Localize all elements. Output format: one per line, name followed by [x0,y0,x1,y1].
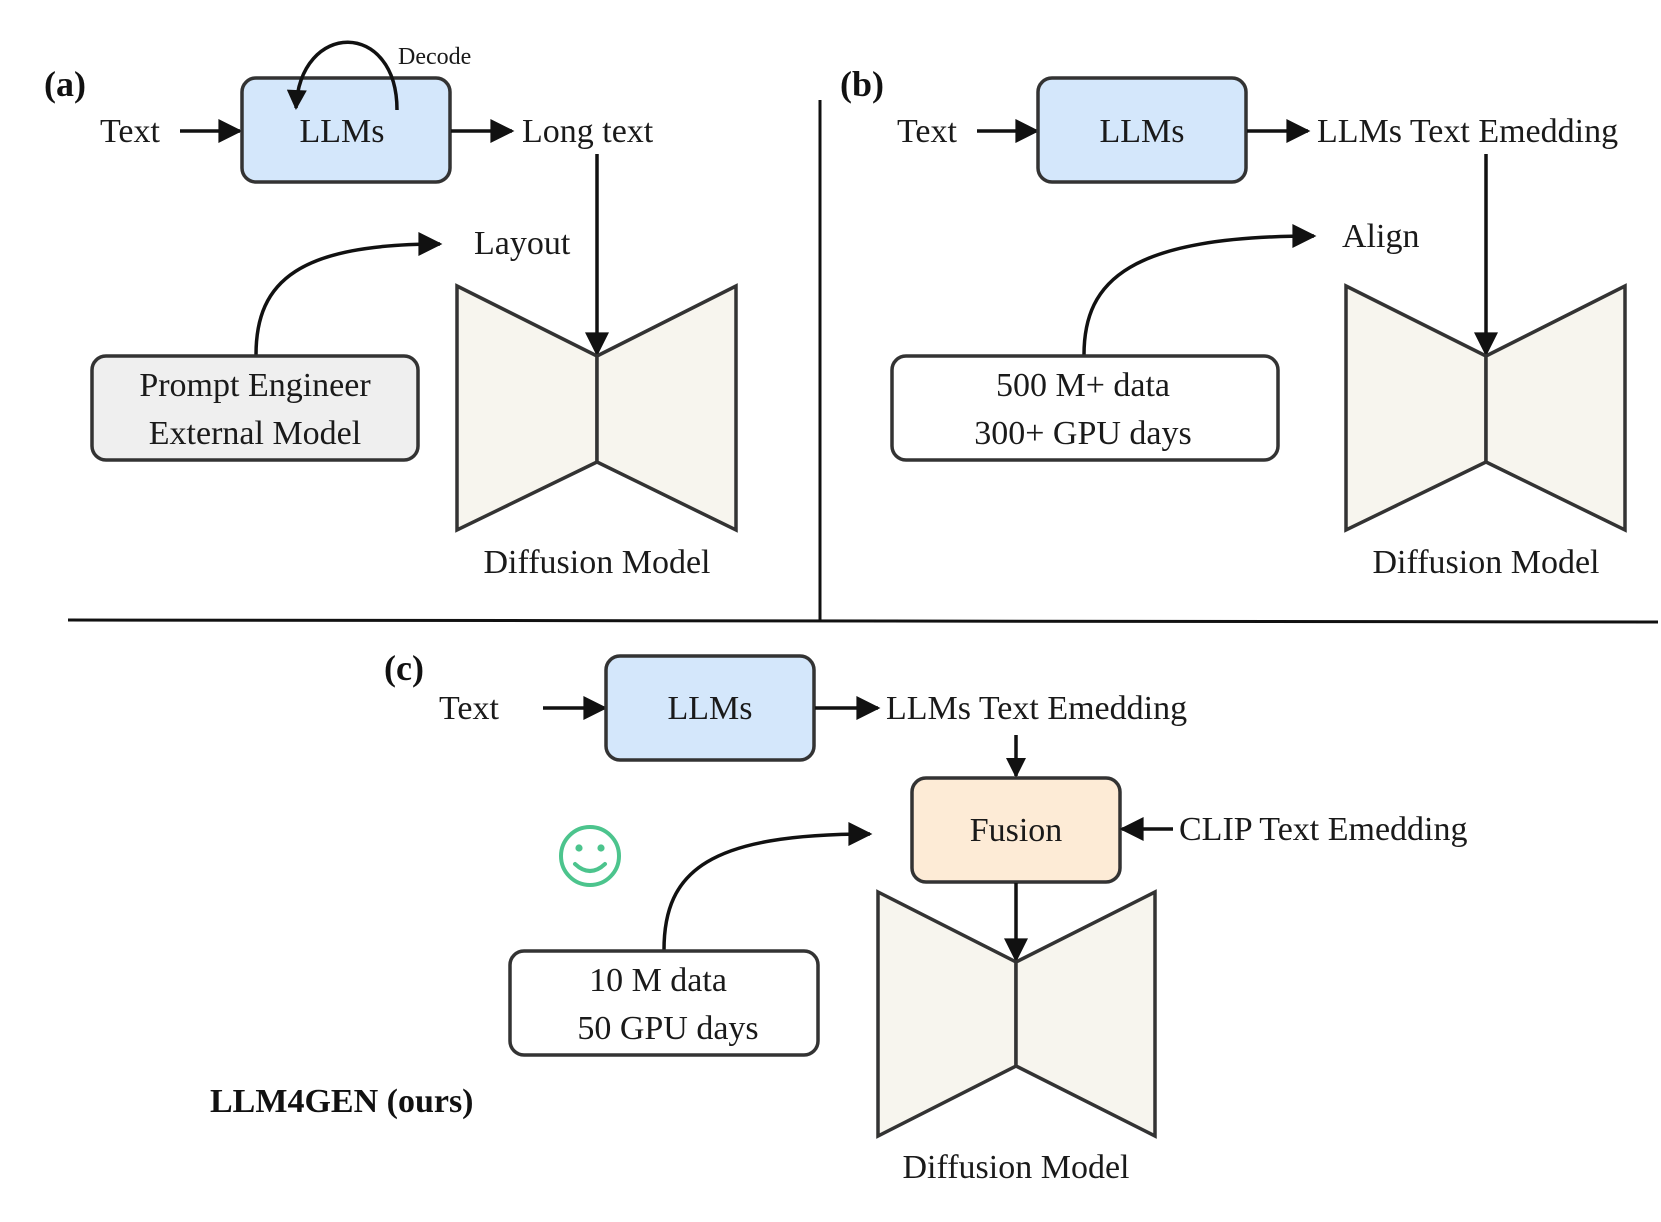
method-title: LLM4GEN (ours) [210,1083,474,1120]
panel-b-embedding-label: LLMs Text Emedding [1317,113,1618,150]
smiley-face-icon [559,825,621,887]
panel-b-cost-line2: 300+ GPU days [974,415,1192,452]
panel-b-llm-box [1036,76,1248,184]
panel-c-curve-arrow [662,822,873,951]
panel-b-llm-label: LLMs [1100,113,1185,150]
panel-b-tag: (b) [840,64,884,104]
panel-b-align-label: Align [1342,218,1419,255]
panel-c-cost-line1: 10 M data [589,962,727,999]
panel-c-text-input: Text [439,690,499,727]
panel-b-text-input: Text [897,113,957,150]
panel-a-decode-label: Decode [398,44,471,70]
panel-a: (a) Text LLMs Decode Long text Layout Pr… [44,40,738,581]
horizontal-divider [67,618,1659,624]
panel-b-model-label: Diffusion Model [1373,544,1600,581]
panel-a-model-label: Diffusion Model [484,544,711,581]
panel-c-cost-box [508,949,820,1057]
panel-c: (c) Text LLMs LLMs Text Emedding Fusion … [210,648,1468,1186]
panel-c-clip-label: CLIP Text Emedding [1179,811,1468,848]
panel-b-cost-box [890,354,1280,462]
panel-c-fusion-label: Fusion [970,812,1063,849]
panel-c-diffusion-model-shape [876,889,1157,1139]
panel-c-llm-box [604,654,816,762]
panel-a-diffusion-model-shape [455,283,738,533]
panel-c-tag: (c) [384,648,424,688]
panel-a-text-input: Text [100,113,160,150]
panel-c-llm-label: LLMs [668,690,753,727]
panel-c-model-label: Diffusion Model [903,1149,1130,1186]
panel-a-curve-arrow [254,232,443,356]
panel-b-cost-line1: 500 M+ data [996,367,1170,404]
panel-a-layout-label: Layout [474,225,571,262]
panel-a-long-text: Long text [522,113,654,150]
panel-b: (b) Text LLMs LLMs Text Emedding Align 5… [840,64,1627,581]
panel-b-curve-arrow [1082,224,1317,356]
panel-a-tool-line1: Prompt Engineer [139,367,371,404]
panel-a-tool-box [90,354,420,462]
panel-b-diffusion-model-shape [1344,283,1627,533]
panel-a-tag: (a) [44,64,86,104]
panel-c-embedding-label: LLMs Text Emedding [886,690,1187,727]
panel-a-tool-line2: External Model [149,415,361,452]
panel-c-cost-line2: 50 GPU days [577,1010,758,1047]
panel-a-decode-loop [286,40,399,111]
panel-a-llm-label: LLMs [300,113,385,150]
